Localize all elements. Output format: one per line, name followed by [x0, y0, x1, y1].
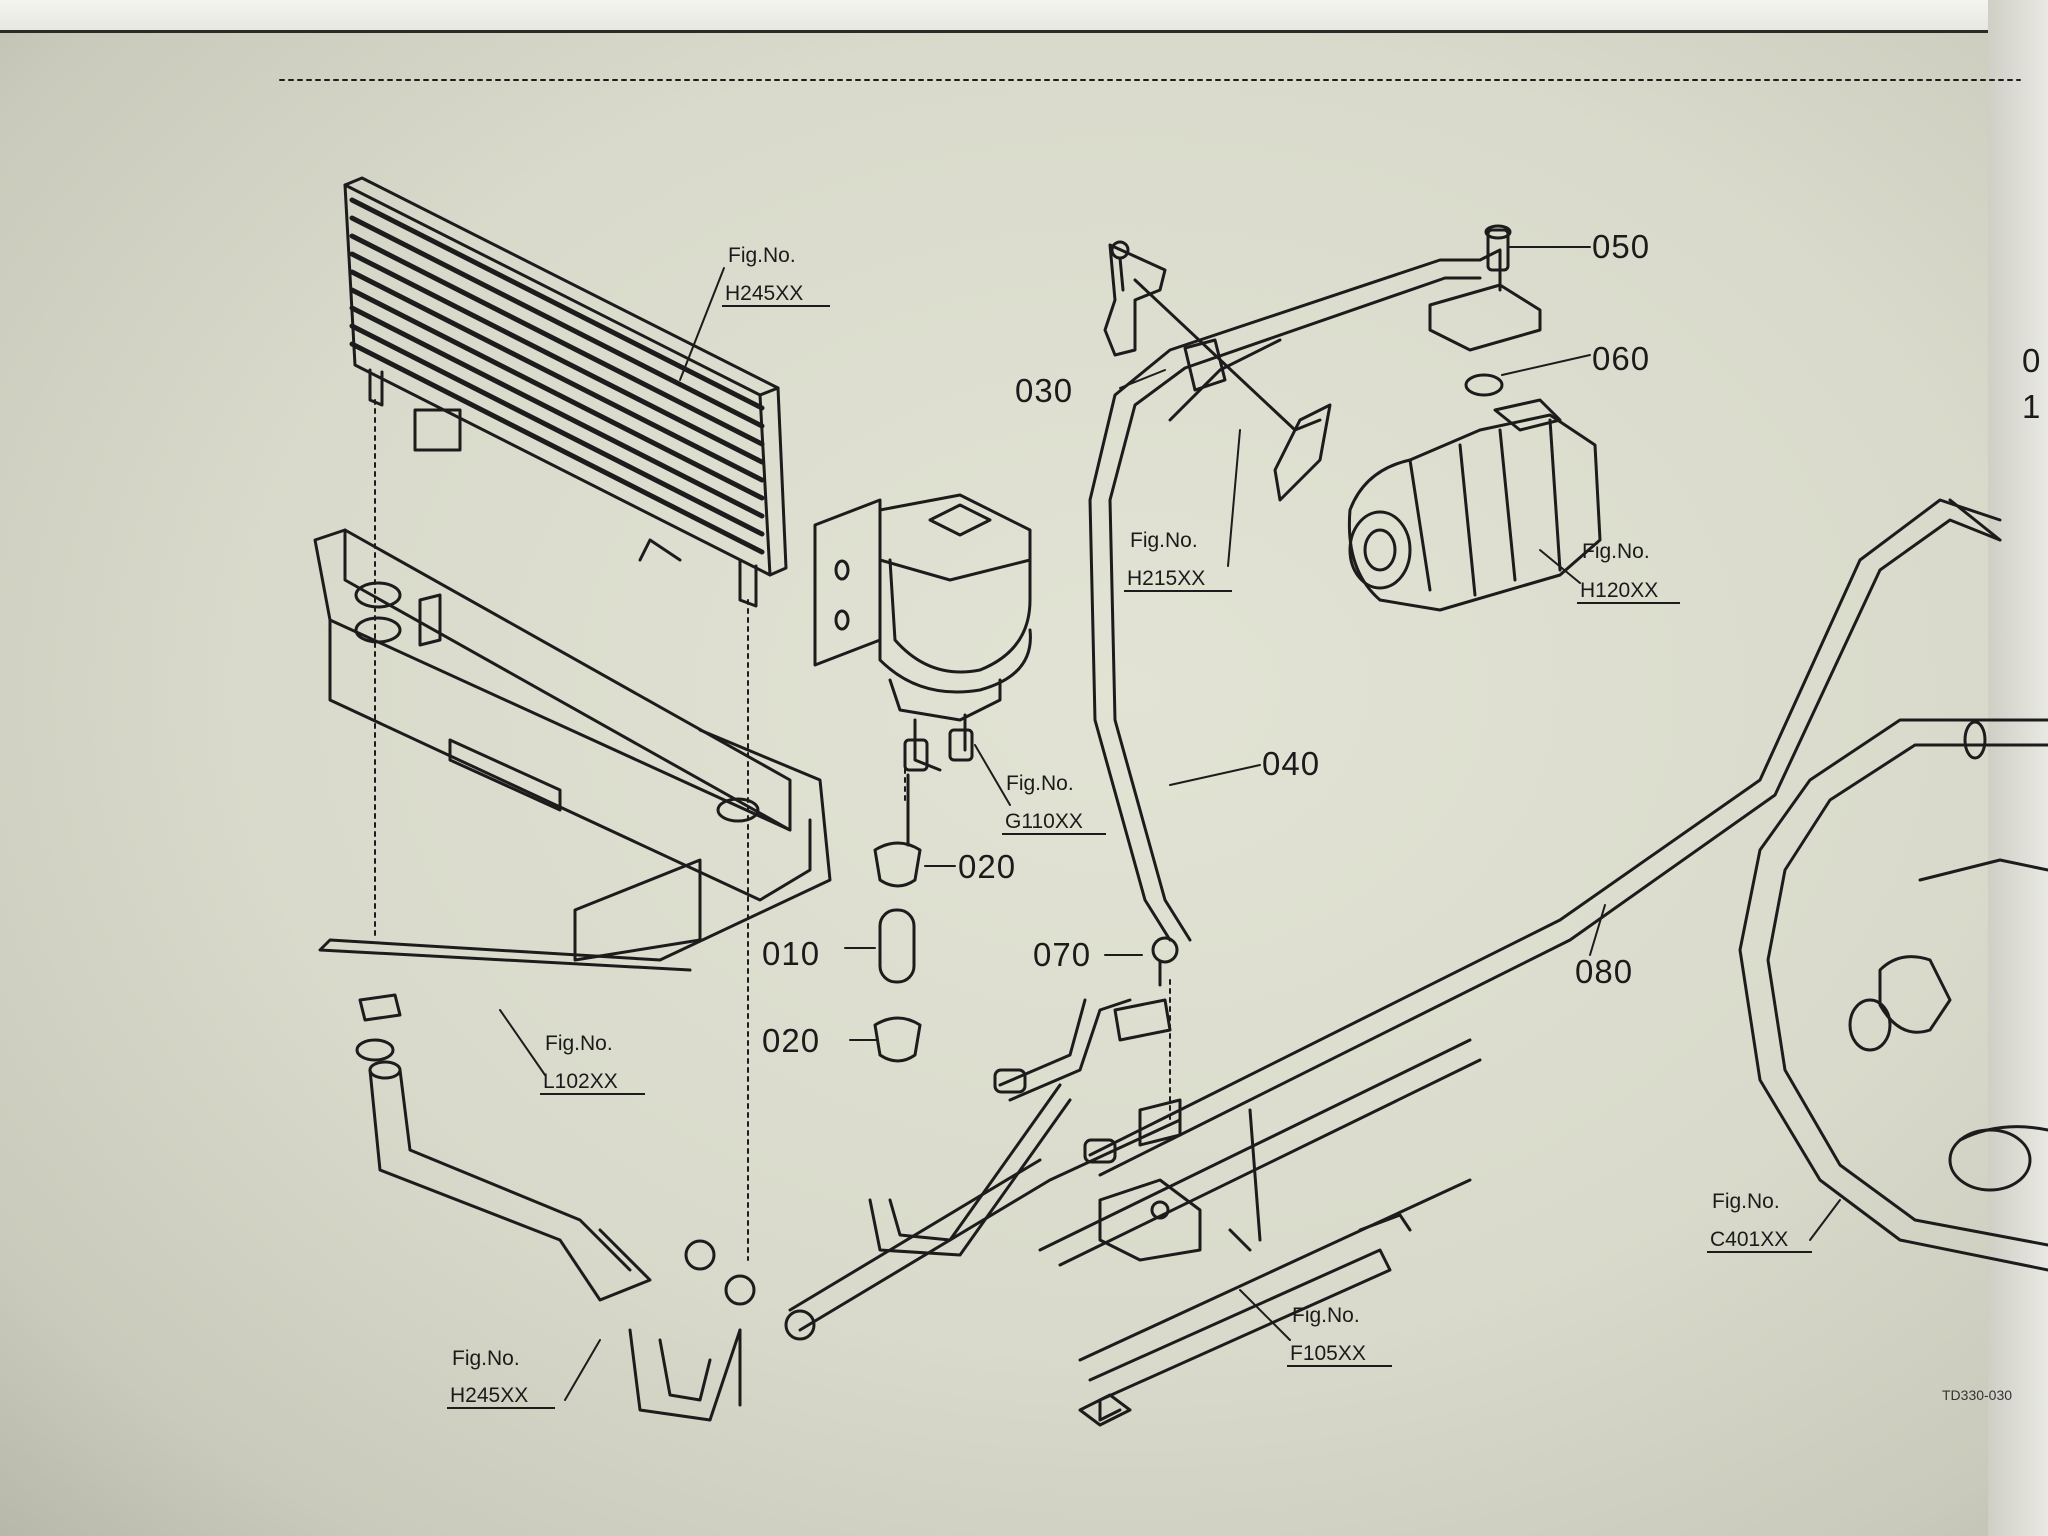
figure-references: Fig.No. H245XX Fig.No. H215XX Fig.No. H1… — [447, 244, 1812, 1409]
svg-text:H215XX: H215XX — [1127, 567, 1205, 590]
pipe-clamps — [993, 338, 1227, 1262]
label-010: 010 — [762, 935, 820, 972]
svg-text:Fig.No.: Fig.No. — [1292, 1304, 1360, 1327]
figref-h120xx: Fig.No. H120XX — [1577, 540, 1680, 604]
pipe-040 — [1088, 248, 1502, 942]
svg-text:Fig.No.: Fig.No. — [1712, 1190, 1780, 1213]
svg-text:H245XX: H245XX — [725, 282, 803, 305]
figref-l102xx: Fig.No. L102XX — [540, 1032, 645, 1095]
svg-text:H245XX: H245XX — [450, 1384, 528, 1407]
svg-text:Fig.No.: Fig.No. — [1130, 529, 1198, 552]
fitting-stack — [873, 773, 922, 1063]
pipe-080 — [1088, 498, 2002, 1177]
figref-g110xx: Fig.No. G110XX — [1002, 772, 1106, 835]
part-labels: 050 060 030 040 020 010 020 070 080 0 1 — [762, 228, 2041, 1059]
svg-text:H120XX: H120XX — [1580, 579, 1658, 602]
svg-text:C401XX: C401XX — [1710, 1228, 1788, 1251]
figref-f105xx: Fig.No. F105XX — [1287, 1304, 1392, 1367]
steering-unit — [813, 493, 1032, 772]
figref-h245xx-top: Fig.No. H245XX — [722, 244, 830, 307]
svg-text:Fig.No.: Fig.No. — [728, 244, 796, 267]
label-060: 060 — [1592, 340, 1650, 377]
frame-bracket — [313, 528, 832, 972]
svg-text:Fig.No.: Fig.No. — [1006, 772, 1074, 795]
radiator-hose — [355, 993, 816, 1422]
figref-c401xx: Fig.No. C401XX — [1707, 1190, 1812, 1253]
svg-text:G110XX: G110XX — [1005, 810, 1083, 833]
svg-text:Fig.No.: Fig.No. — [1582, 540, 1650, 563]
label-cut-top: 0 — [2022, 342, 2041, 379]
label-040: 040 — [1262, 745, 1320, 782]
pipe-lower-left — [788, 998, 1182, 1332]
lower-frame — [1038, 1038, 1482, 1427]
monitor-bezel-top — [0, 0, 2048, 33]
label-cut-bottom: 1 — [2022, 388, 2041, 425]
svg-text:Fig.No.: Fig.No. — [545, 1032, 613, 1055]
label-080: 080 — [1575, 953, 1633, 990]
hydraulic-pump — [1347, 398, 1602, 612]
label-020-bottom: 020 — [762, 1022, 820, 1059]
monitor-bezel-right — [1988, 0, 2048, 1536]
svg-text:F105XX: F105XX — [1290, 1342, 1366, 1365]
svg-text:L102XX: L102XX — [543, 1070, 618, 1093]
oil-cooler — [343, 176, 788, 608]
transmission-housing — [1738, 718, 2048, 1272]
label-050: 050 — [1592, 228, 1650, 265]
label-020-top: 020 — [958, 848, 1016, 885]
figref-h245xx-bottom: Fig.No. H245XX — [447, 1347, 555, 1409]
label-030: 030 — [1015, 372, 1073, 409]
drawing-code: TD330-030 — [1942, 1387, 2012, 1403]
svg-text:Fig.No.: Fig.No. — [452, 1347, 520, 1370]
label-070: 070 — [1033, 936, 1091, 973]
figref-h215xx: Fig.No. H215XX — [1124, 529, 1232, 592]
flange-050 — [1428, 224, 1542, 397]
mount-bracket — [1103, 240, 1332, 502]
